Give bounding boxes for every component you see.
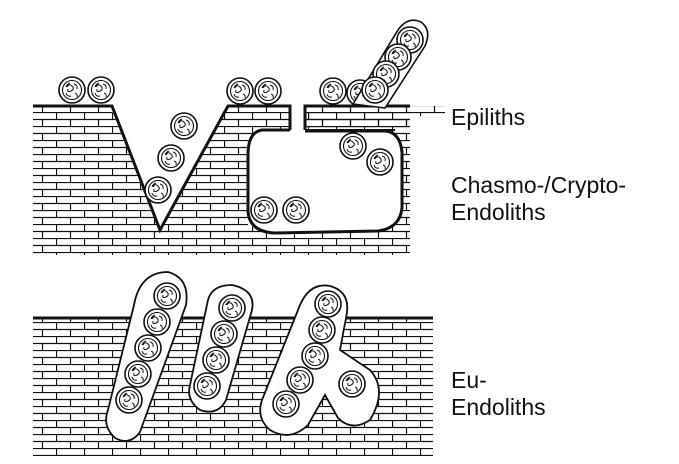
label-eu-line2: Endoliths [451,394,546,420]
label-chasmo-crypto-line1: Chasmo-/Crypto- [451,172,627,198]
label-chasmo-crypto-line2: Endoliths [451,199,546,225]
euendolith-tube-2 [188,284,254,413]
epilith-cells [58,76,374,107]
upper-rock-block [33,104,445,255]
euendolith-tube-3 [259,284,380,436]
euendolith-tube-1 [105,271,188,442]
label-epiliths: Epiliths [451,104,526,130]
label-eu-line1: Eu- [451,367,487,393]
epilith-sheath-chain [351,19,429,109]
